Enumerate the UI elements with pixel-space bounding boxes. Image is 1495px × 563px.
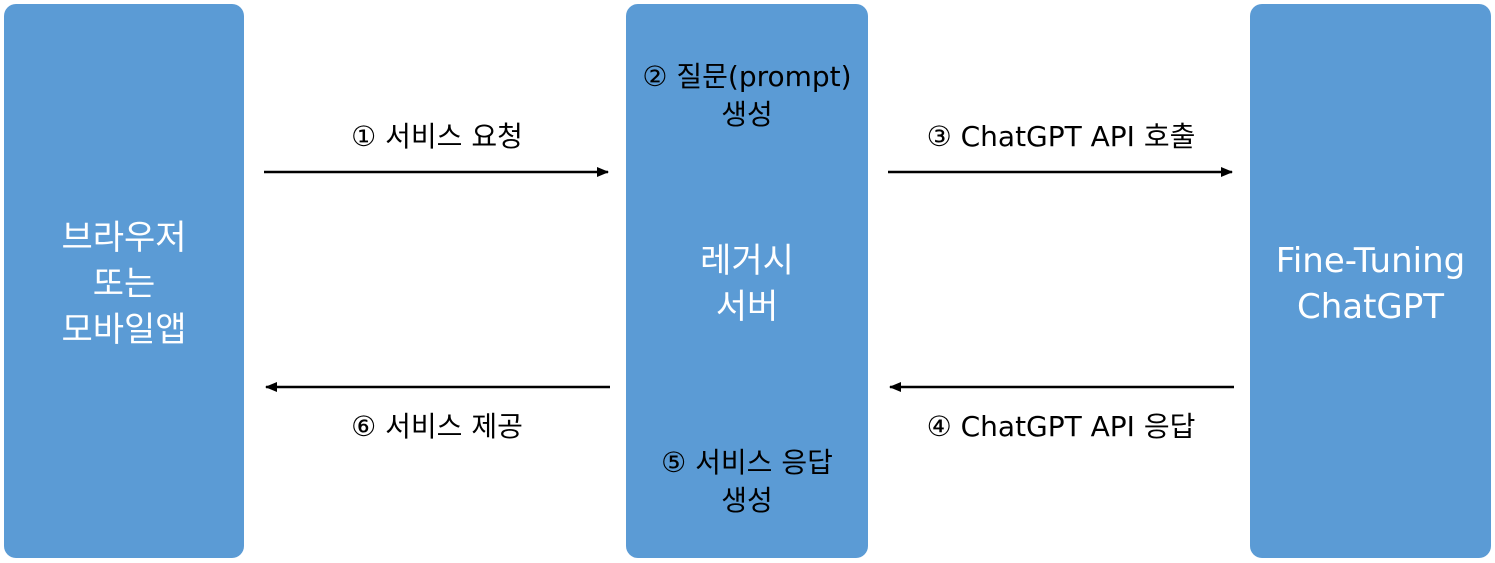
- step5-line-2: 생성: [721, 484, 773, 517]
- gpt-label-line-2: ChatGPT: [1296, 287, 1445, 327]
- server-label-line-2: 서버: [715, 287, 779, 327]
- fine-tuning-chatgpt-box: Fine-Tuning ChatGPT: [1250, 4, 1491, 558]
- client-box: 브라우저 또는 모바일앱: [4, 4, 244, 558]
- gpt-label: Fine-Tuning ChatGPT: [1250, 238, 1491, 330]
- step6-service-provide-label: ⑥ 서비스 제공: [351, 410, 523, 443]
- client-label-line-2: 또는: [92, 264, 156, 304]
- legacy-server-box: ② 질문(prompt) 생성 레거시 서버 ⑤ 서비스 응답 생성: [626, 4, 868, 558]
- step2-line-2: 생성: [721, 98, 773, 131]
- step2-prompt-generation: ② 질문(prompt) 생성: [626, 58, 868, 134]
- server-label: 레거시 서버: [626, 238, 868, 330]
- step2-line-1: ② 질문(prompt): [642, 60, 852, 93]
- client-label: 브라우저 또는 모바일앱: [4, 215, 244, 353]
- client-label-line-3: 모바일앱: [61, 310, 187, 350]
- server-label-line-1: 레거시: [700, 241, 794, 281]
- gpt-label-line-1: Fine-Tuning: [1275, 241, 1466, 281]
- step3-api-call-label: ③ ChatGPT API 호출: [926, 120, 1196, 153]
- step1-service-request-label: ① 서비스 요청: [351, 120, 523, 153]
- step5-response-generation: ⑤ 서비스 응답 생성: [626, 444, 868, 520]
- step5-line-1: ⑤ 서비스 응답: [661, 446, 833, 479]
- client-label-line-1: 브라우저: [61, 218, 187, 258]
- step4-api-response-label: ④ ChatGPT API 응답: [926, 410, 1196, 443]
